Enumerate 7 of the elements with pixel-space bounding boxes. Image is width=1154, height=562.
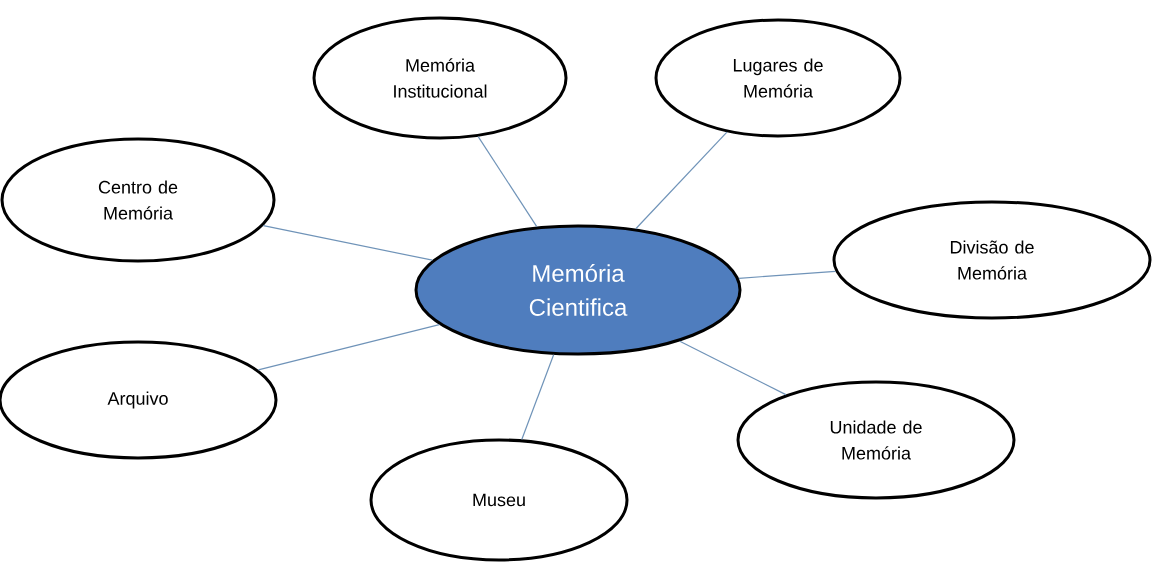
- connector-line: [635, 131, 728, 230]
- connector-line: [262, 225, 433, 261]
- connector-line: [679, 340, 787, 396]
- connector-line: [477, 136, 538, 228]
- connector-line: [738, 270, 837, 279]
- connector-line: [521, 354, 555, 441]
- connector-line: [257, 324, 440, 371]
